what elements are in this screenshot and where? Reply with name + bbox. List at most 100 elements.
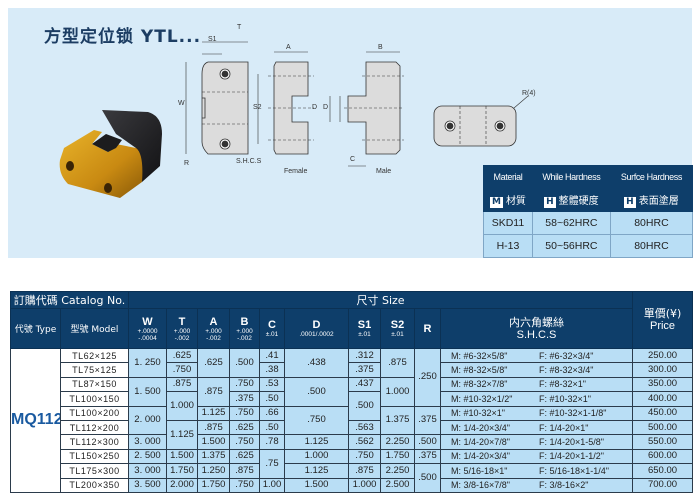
cell-t: 2.000 bbox=[166, 477, 198, 493]
mat-h-while: While Hardness bbox=[531, 165, 611, 189]
col-name: B bbox=[240, 315, 249, 328]
type-header: 代號 Type bbox=[10, 308, 61, 349]
model-cell: TL150×250 bbox=[60, 448, 129, 465]
shcs-cell: M: 1/4-20×3/4"F: 1/4-20×1" bbox=[439, 419, 634, 436]
price-cell: 500.00 bbox=[632, 419, 694, 436]
col-name: R bbox=[423, 322, 432, 335]
cell-c: .50 bbox=[259, 391, 285, 407]
col-header-a: A+.000-.002 bbox=[197, 308, 230, 349]
col-tolerance: +.000 bbox=[173, 327, 191, 335]
cell-w: 1. 500 bbox=[128, 376, 167, 407]
price-cell: 450.00 bbox=[632, 405, 694, 421]
female-screw: F: 3/8-16×2" bbox=[539, 480, 589, 491]
mat-cell: 50~56HRC bbox=[531, 234, 611, 258]
badge-m: M bbox=[489, 197, 503, 208]
col-tolerance: +.000 bbox=[236, 327, 253, 335]
model-cell: TL87×150 bbox=[60, 376, 129, 393]
cell-t: .875 bbox=[166, 376, 198, 393]
price-header-cn: 單價(¥) bbox=[643, 307, 682, 320]
mat-h-surface: Surfce Hardness bbox=[609, 165, 694, 189]
cell-s2: 1.375 bbox=[380, 405, 415, 436]
label-D: D bbox=[312, 104, 318, 111]
cell-c: .66 bbox=[259, 405, 285, 421]
label-S2: S2 bbox=[253, 104, 262, 111]
male-screw: M: 1/4-20×7/8" bbox=[451, 437, 510, 448]
cell-c: 1.00 bbox=[259, 477, 285, 493]
cell-r: .375 bbox=[414, 405, 441, 436]
cell-s1: .562 bbox=[348, 434, 381, 450]
label-female: Female bbox=[284, 168, 308, 175]
price-cell: 700.00 bbox=[632, 477, 694, 493]
size-header: 尺寸 Size bbox=[127, 291, 634, 309]
shcs-cell: M: #10-32×1/2"F: #10-32×1" bbox=[439, 391, 634, 407]
mat-cell: H-13 bbox=[483, 234, 533, 258]
cell-t: 1.125 bbox=[166, 419, 198, 450]
cell-d: .750 bbox=[284, 405, 349, 436]
male-screw: M: 5/16-18×1" bbox=[451, 465, 508, 476]
cell-c: .41 bbox=[259, 347, 285, 364]
cell-b: .625 bbox=[229, 419, 260, 436]
cell-d: 1.125 bbox=[284, 434, 349, 450]
cell-b: .500 bbox=[229, 348, 260, 378]
cell-d: 1.125 bbox=[284, 463, 349, 479]
product-panel: 方型定位锁 YTL... bbox=[8, 8, 694, 258]
cell-w: 2. 000 bbox=[128, 405, 167, 436]
female-screw: F: #6-32×3/4" bbox=[539, 350, 594, 361]
price-cell: 550.00 bbox=[632, 434, 694, 450]
cell-s1: .563 bbox=[348, 419, 381, 436]
mat-cell: SKD11 bbox=[483, 211, 533, 235]
mat-cn-material: 材質 bbox=[505, 196, 526, 207]
cell-b: .375 bbox=[229, 391, 260, 407]
label-R4: R(4) bbox=[522, 90, 536, 97]
col-header-s2: S2±.01 bbox=[380, 308, 415, 349]
cell-r: .250 bbox=[414, 348, 441, 407]
female-screw: F: #8-32×3/4" bbox=[539, 365, 594, 376]
model-cell: TL200×350 bbox=[60, 477, 129, 493]
price-header-en: Price bbox=[649, 320, 676, 332]
shcs-header-cn: 内六角螺絲 bbox=[509, 315, 564, 329]
label-male: Male bbox=[376, 168, 392, 175]
label-D2: D bbox=[323, 104, 329, 111]
female-screw: F: 1/4-20×1" bbox=[539, 422, 589, 433]
badge-h: H bbox=[544, 197, 556, 208]
cell-s1: .500 bbox=[348, 391, 381, 421]
female-screw: F: #10-32×1-1/8" bbox=[539, 408, 607, 419]
label-C: C bbox=[350, 156, 356, 163]
plate-shape bbox=[433, 105, 517, 147]
model-cell: TL175×300 bbox=[60, 463, 129, 479]
male-screw: M: #10-32×1/2" bbox=[451, 393, 513, 404]
price-cell: 600.00 bbox=[632, 448, 694, 465]
shcs-cell: M: #8-32×7/8"F: #8-32×1" bbox=[439, 376, 634, 393]
col-tolerance: -.002 bbox=[206, 334, 221, 342]
cell-b: .750 bbox=[229, 477, 260, 493]
male-screw: M: 1/4-20×3/4" bbox=[451, 451, 510, 462]
cell-s2: 2.500 bbox=[380, 477, 415, 493]
col-tolerance: -.002 bbox=[174, 334, 190, 342]
female-screw: F: 5/16-18×1-1/4" bbox=[539, 465, 609, 476]
type-cell: MQ112 bbox=[10, 348, 61, 493]
cell-t: 1.500 bbox=[166, 448, 198, 465]
shcs-header-en: S.H.C.S bbox=[516, 328, 557, 341]
price-header: 單價(¥) Price bbox=[632, 291, 694, 349]
cell-w: 3. 000 bbox=[128, 463, 167, 479]
cell-r: .500 bbox=[414, 434, 441, 450]
cell-w: 1. 250 bbox=[128, 348, 167, 378]
cell-w: 3. 500 bbox=[128, 477, 167, 493]
price-cell: 250.00 bbox=[632, 347, 694, 364]
main-block-shape bbox=[201, 61, 249, 155]
col-tolerance: ±.01 bbox=[358, 331, 371, 338]
label-A: A bbox=[286, 44, 291, 51]
model-cell: TL112×200 bbox=[60, 419, 129, 436]
col-tolerance: -.0004 bbox=[138, 334, 157, 342]
shcs-cell: M: #10-32×1"F: #10-32×1-1/8" bbox=[439, 405, 634, 421]
col-name: T bbox=[178, 315, 186, 328]
cell-b: .625 bbox=[229, 448, 260, 465]
cell-c: .75 bbox=[259, 448, 285, 479]
